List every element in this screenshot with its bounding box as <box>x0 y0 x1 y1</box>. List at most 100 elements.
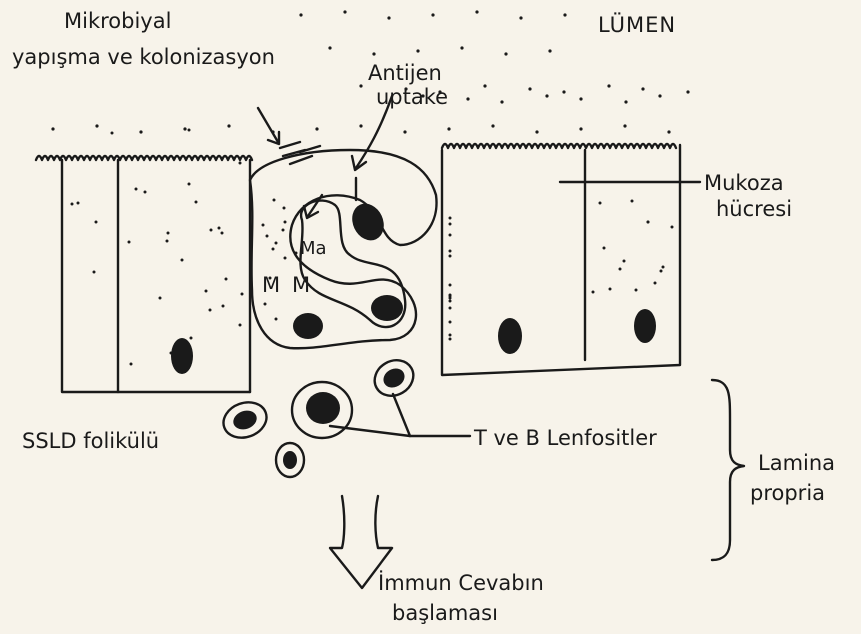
stipple-dot <box>607 84 610 87</box>
stipple-dot <box>128 241 131 244</box>
microbial-label-line1: Mikrobiyal <box>64 9 171 33</box>
stipple-dot <box>579 127 582 130</box>
stipple-dot <box>416 49 419 52</box>
stipple-dot <box>449 300 452 303</box>
stipple-dot <box>660 270 663 273</box>
stipple-dot <box>183 127 186 130</box>
lymphocyte-leader-line-b <box>393 394 410 436</box>
stipple-dot <box>449 250 452 253</box>
stipple-dot <box>93 271 96 274</box>
lymphocyte-leader-line-a <box>330 426 470 436</box>
stipple-dot <box>130 363 133 366</box>
stipple-dot <box>273 199 276 202</box>
lymphocytes-label: T ve B Lenfositler <box>473 426 657 450</box>
stipple-dot <box>449 234 452 237</box>
stipple-dot <box>449 284 452 287</box>
stipple-dot <box>284 221 287 224</box>
stipple-dot <box>545 94 548 97</box>
stipple-dot <box>658 94 661 97</box>
stipple-dot <box>181 259 184 262</box>
stipple-dot <box>500 100 503 103</box>
stipple-dot <box>563 13 566 16</box>
stipple-dot <box>95 221 98 224</box>
stipple-dot <box>275 318 278 321</box>
stipple-dot <box>51 127 54 130</box>
stipple-dot <box>671 226 674 229</box>
stipple-dot <box>166 240 169 243</box>
stipple-dot <box>227 124 230 127</box>
stipple-dot <box>449 334 452 337</box>
stipple-dot <box>210 229 213 232</box>
stipple-dot <box>135 188 138 191</box>
stipple-dot <box>535 130 538 133</box>
stipple-dot <box>460 46 463 49</box>
stipple-dot <box>95 124 98 127</box>
stipple-dot <box>475 10 478 13</box>
microvilli-right <box>442 144 676 148</box>
stipple-dot <box>519 16 522 19</box>
stipple-dot <box>241 293 244 296</box>
lamina-bracket <box>712 380 744 560</box>
stipple-dot <box>579 97 582 100</box>
stipple-dot <box>144 191 147 194</box>
macrophage-nucleus <box>346 198 389 245</box>
stipple-dot <box>686 90 689 93</box>
stipple-dot <box>195 201 198 204</box>
antigen-label-line1: Antijen <box>368 61 442 85</box>
stipple-dot <box>647 221 650 224</box>
stipple-dot <box>190 337 193 340</box>
stipple-dot <box>654 282 657 285</box>
stipple-dot <box>491 124 494 127</box>
stipple-dot <box>609 288 612 291</box>
stipple-dot <box>315 127 318 130</box>
lymphocyte-nucleus <box>293 313 323 339</box>
left-epithelial-cells <box>62 160 250 392</box>
stipple-dot <box>449 294 452 297</box>
lymphocyte-nucleus <box>371 295 403 321</box>
stipple-dot <box>299 13 302 16</box>
stipple-dot <box>284 257 287 260</box>
stipple-dot <box>188 183 191 186</box>
lamina-label-line1: Lamina <box>758 451 835 475</box>
immune-label-line1: İmmun Cevabın <box>378 570 544 595</box>
stipple-dot <box>239 324 242 327</box>
stipple-dot <box>466 97 469 100</box>
stipple-dot <box>239 162 242 165</box>
stipple-dot <box>449 321 452 324</box>
stipple-dot <box>603 247 606 250</box>
stipple-dot <box>619 268 622 271</box>
stipple-dot <box>624 100 627 103</box>
stipple-dot <box>449 338 452 341</box>
stipple-dot <box>209 309 212 312</box>
stipple-dot <box>71 203 74 206</box>
stipple-dot <box>222 305 225 308</box>
stipple-dot <box>372 52 375 55</box>
stipple-dot <box>262 224 265 227</box>
stipple-dot <box>167 232 170 235</box>
stipple-dot <box>387 16 390 19</box>
stipple-dot <box>159 297 162 300</box>
stipple-dot <box>631 200 634 203</box>
stipple-dot <box>667 130 670 133</box>
microbe-dash-1 <box>280 142 300 148</box>
stipple-dot <box>282 229 285 232</box>
mucosa-label-line1: Mukoza <box>704 171 784 195</box>
lymphocyte-nucleus <box>283 451 297 469</box>
stipple-dot <box>221 232 224 235</box>
stipple-dot <box>139 130 142 133</box>
stipple-dot <box>225 278 228 281</box>
stipple-dot <box>548 49 551 52</box>
stipple-dot <box>662 266 665 269</box>
m-cell-outline <box>250 150 437 348</box>
lymphocyte-nucleus <box>231 407 260 432</box>
stipple-dot <box>359 124 362 127</box>
stipple-dot <box>623 124 626 127</box>
lymphocyte-nucleus <box>380 365 408 392</box>
stipple-dot <box>449 255 452 258</box>
stipple-dot <box>635 289 638 292</box>
stipple-dot <box>641 87 644 90</box>
stipple-dot <box>266 235 269 238</box>
stipple-dot <box>504 52 507 55</box>
